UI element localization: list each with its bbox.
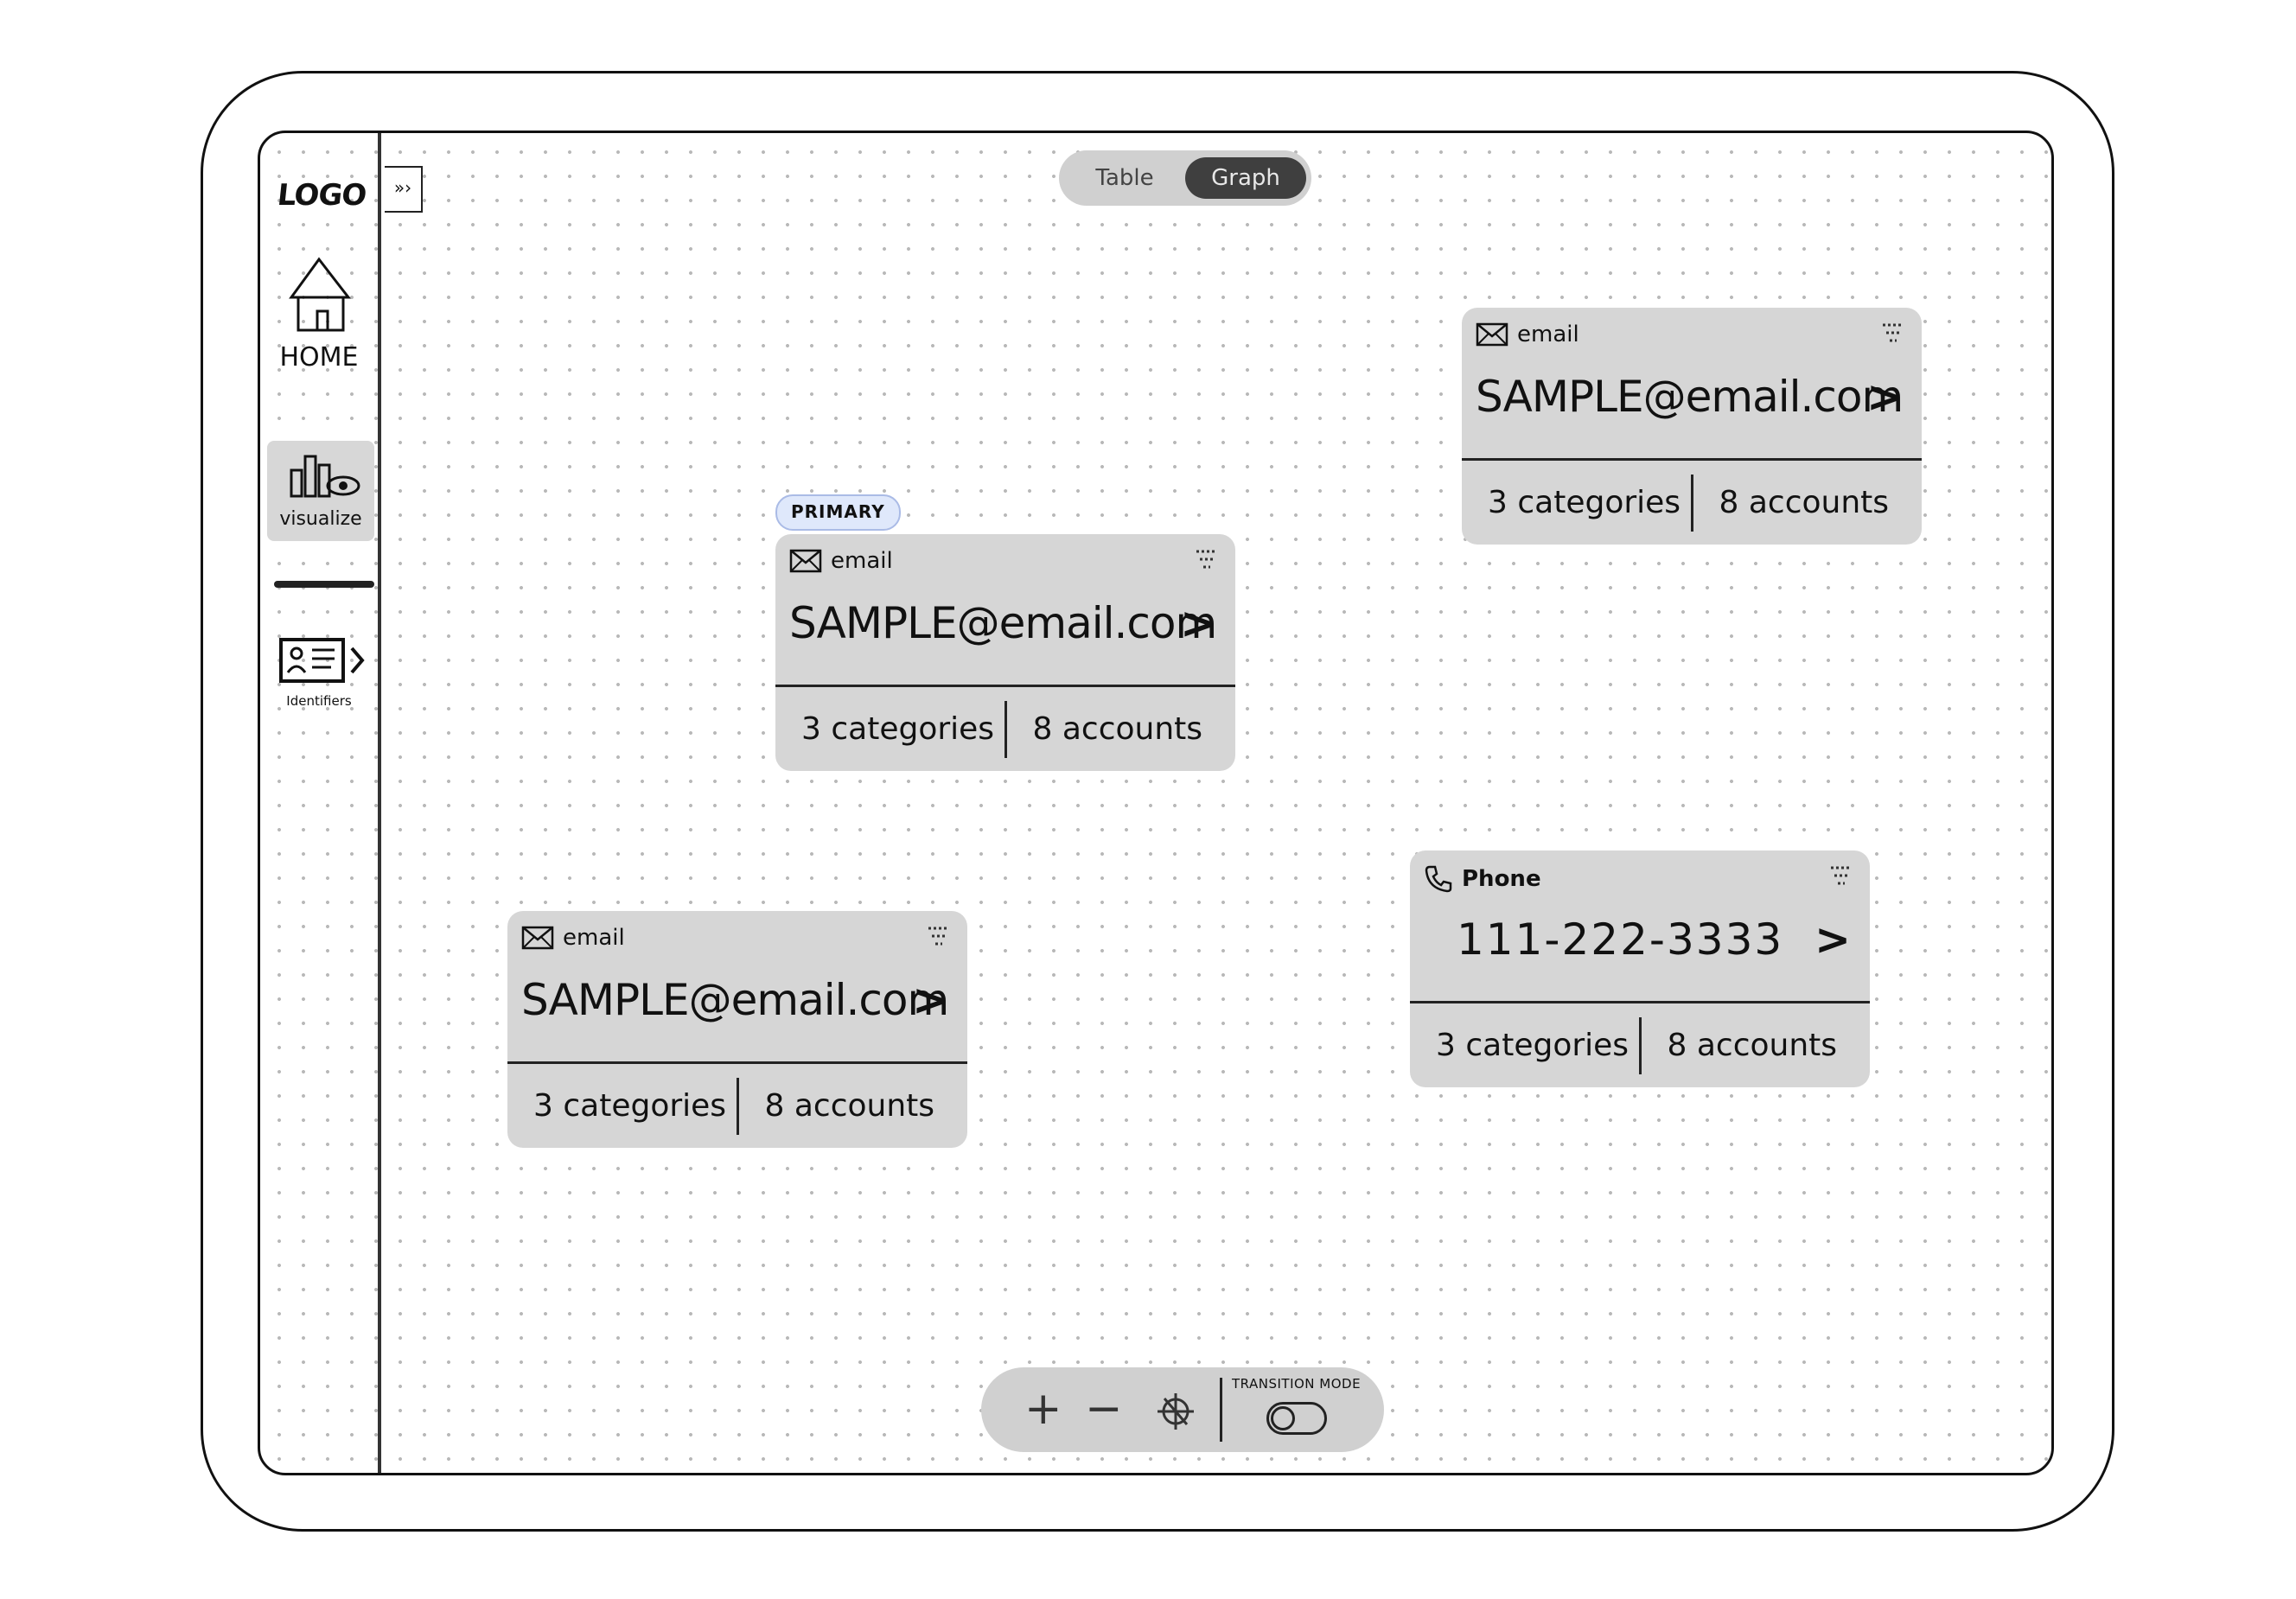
card-meta-divider	[1004, 700, 1007, 758]
sidebar-expand-button[interactable]: »›	[385, 166, 423, 213]
bar-chart-eye-icon	[290, 455, 360, 498]
phone-icon	[1425, 865, 1452, 893]
identifier-card[interactable]: email SAMPLE@email.com > 3 categories 8 …	[507, 911, 967, 1148]
filter-icon[interactable]	[1880, 320, 1906, 346]
zoom-controls: + − TRANSITION MODE	[981, 1367, 1384, 1452]
card-meta: 3 categories 8 accounts	[1462, 458, 1922, 545]
logo: LOGO	[275, 178, 368, 213]
card-meta: 3 categories 8 accounts	[1410, 1001, 1870, 1087]
zoom-controls-divider	[1220, 1378, 1222, 1442]
house-icon	[289, 257, 352, 332]
app-screen: LOGO HOME visualize	[258, 131, 2054, 1475]
sidebar-item-visualize[interactable]: visualize	[267, 441, 374, 541]
card-value: SAMPLE@email.com	[789, 598, 1217, 648]
card-accounts[interactable]: 8 accounts	[1719, 485, 1890, 520]
card-type: email	[521, 925, 625, 951]
card-type-label: email	[563, 925, 625, 951]
envelope-icon	[521, 926, 554, 950]
card-meta-divider	[736, 1077, 739, 1135]
id-card-icon	[279, 638, 365, 683]
card-meta: 3 categories 8 accounts	[507, 1061, 967, 1148]
transition-mode-toggle[interactable]	[1266, 1402, 1327, 1435]
card-categories[interactable]: 3 categories	[801, 711, 995, 747]
zoom-out-button[interactable]: −	[1085, 1383, 1123, 1435]
view-toggle: Table Graph	[1059, 150, 1311, 206]
card-meta-divider	[1690, 474, 1693, 532]
sidebar-item-label: Identifiers	[286, 693, 352, 709]
recenter-icon[interactable]	[1154, 1388, 1197, 1431]
sidebar-item-label: HOME	[279, 342, 359, 373]
card-categories[interactable]: 3 categories	[1436, 1028, 1630, 1063]
transition-mode-label: TRANSITION MODE	[1232, 1376, 1362, 1392]
sidebar-item-label: visualize	[279, 508, 362, 530]
card-value: 111-222-3333	[1457, 914, 1784, 965]
identifier-card[interactable]: email SAMPLE@email.com > 3 categories 8 …	[775, 534, 1235, 771]
card-type: email	[1476, 322, 1579, 347]
card-categories[interactable]: 3 categories	[1488, 485, 1681, 520]
card-accounts[interactable]: 8 accounts	[1032, 711, 1203, 747]
chevron-right-icon[interactable]: >	[1180, 598, 1216, 648]
sidebar: LOGO HOME visualize	[260, 133, 381, 1473]
identifier-card[interactable]: email SAMPLE@email.com > 3 categories 8 …	[1462, 308, 1922, 545]
card-meta-divider	[1638, 1016, 1642, 1074]
card-type-label: email	[1517, 322, 1579, 347]
identifier-card[interactable]: Phone 111-222-3333 > 3 categories 8 acco…	[1410, 850, 1870, 1087]
card-accounts[interactable]: 8 accounts	[1667, 1028, 1838, 1063]
primary-badge: PRIMARY	[775, 494, 901, 531]
view-toggle-table[interactable]: Table	[1095, 165, 1154, 191]
card-type: Phone	[1424, 864, 1541, 894]
zoom-in-button[interactable]: +	[1024, 1383, 1062, 1435]
chevron-right-icon[interactable]: >	[912, 975, 948, 1025]
chevron-right-icon[interactable]: >	[1814, 914, 1851, 965]
filter-icon[interactable]	[1828, 863, 1854, 889]
chevron-right-icon[interactable]: >	[1866, 372, 1903, 422]
card-value: SAMPLE@email.com	[521, 975, 949, 1025]
card-accounts[interactable]: 8 accounts	[764, 1088, 935, 1124]
card-meta: 3 categories 8 accounts	[775, 685, 1235, 771]
card-categories[interactable]: 3 categories	[533, 1088, 727, 1124]
sidebar-divider	[274, 581, 374, 588]
card-value: SAMPLE@email.com	[1476, 372, 1904, 422]
sidebar-item-home[interactable]: HOME	[260, 254, 378, 373]
toggle-knob	[1271, 1406, 1295, 1430]
envelope-icon	[1476, 322, 1508, 347]
card-type-label: Phone	[1462, 866, 1541, 892]
filter-icon[interactable]	[1194, 546, 1220, 572]
sidebar-item-identifiers[interactable]: Identifiers	[260, 634, 378, 709]
card-type-label: email	[831, 548, 893, 574]
view-toggle-graph[interactable]: Graph	[1185, 157, 1306, 199]
filter-icon[interactable]	[926, 923, 952, 949]
envelope-icon	[789, 549, 822, 573]
card-type: email	[789, 548, 893, 574]
